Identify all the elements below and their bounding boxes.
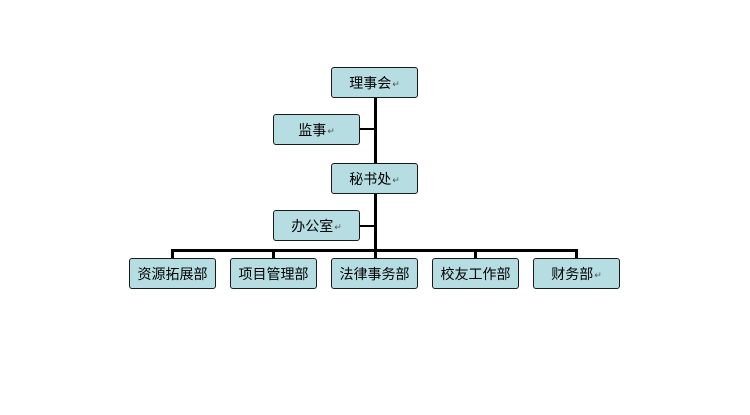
node-dept-finance: 财务部↵	[533, 258, 620, 289]
node-council: 理事会↵	[331, 67, 418, 98]
dept-resource-connector	[171, 249, 174, 261]
node-label: 秘书处	[349, 171, 392, 188]
dept-alumni-connector	[474, 249, 477, 261]
node-label: 资源拓展部	[137, 266, 208, 283]
paragraph-mark: ↵	[334, 222, 342, 233]
department-bus-connector	[171, 249, 578, 252]
node-label: 监事	[298, 122, 327, 139]
node-dept-project: 项目管理部	[230, 258, 317, 289]
dept-finance-connector	[575, 249, 578, 261]
node-dept-alumni: 校友工作部	[432, 258, 519, 289]
node-label: 理事会	[349, 75, 392, 92]
paragraph-mark: ↵	[327, 126, 335, 137]
node-label: 项目管理部	[238, 266, 309, 283]
paragraph-mark: ↵	[392, 79, 400, 90]
node-label: 办公室	[291, 218, 334, 235]
node-supervisor: 监事↵	[273, 114, 360, 145]
dept-project-connector	[272, 249, 275, 261]
office-connector	[359, 225, 375, 227]
node-dept-resource: 资源拓展部	[129, 258, 216, 289]
node-office: 办公室↵	[273, 210, 360, 241]
supervisor-connector	[359, 128, 375, 130]
paragraph-mark: ↵	[392, 175, 400, 186]
node-secretary: 秘书处↵	[331, 163, 418, 194]
node-label: 法律事务部	[339, 266, 410, 283]
node-label: 校友工作部	[440, 266, 511, 283]
node-dept-legal: 法律事务部	[331, 258, 418, 289]
paragraph-mark: ↵	[594, 270, 602, 281]
node-label: 财务部	[551, 266, 594, 283]
